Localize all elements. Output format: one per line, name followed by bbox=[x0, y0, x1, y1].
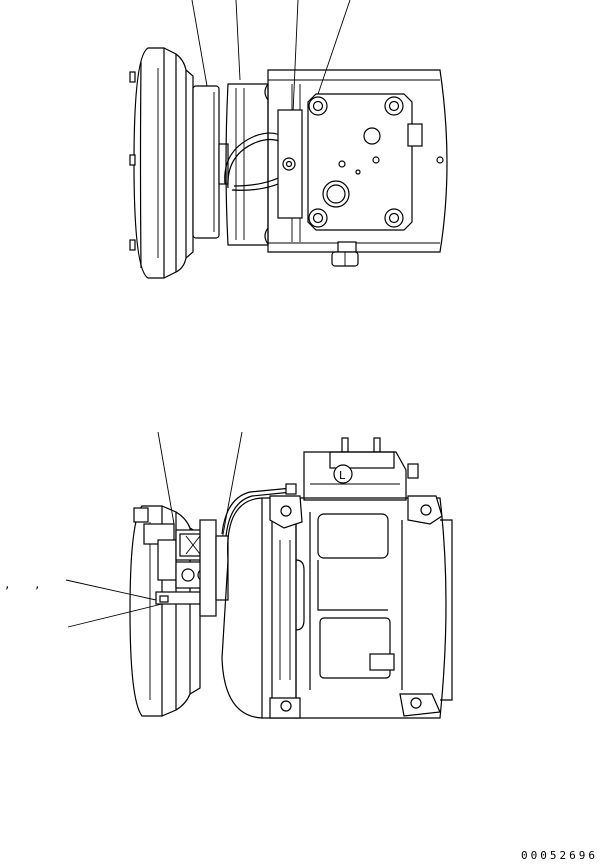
stray-mark: , bbox=[34, 578, 41, 591]
rear-head-top bbox=[307, 93, 444, 231]
drawing-number: 00052696 bbox=[521, 849, 598, 862]
port-l-mark: L bbox=[339, 469, 346, 482]
compressor-body-side bbox=[221, 495, 453, 719]
fitting-top bbox=[331, 241, 359, 267]
clutch-top bbox=[192, 85, 229, 239]
side-view-leader-lines bbox=[65, 431, 243, 628]
top-view-leader-lines bbox=[191, 0, 351, 159]
compressor-top-view bbox=[129, 0, 448, 279]
clutch-wire-top bbox=[224, 109, 303, 219]
service-ports-side: L bbox=[303, 437, 419, 501]
pulley-top bbox=[129, 47, 194, 279]
compressor-side-view: L bbox=[65, 431, 453, 719]
clutch-wire-side bbox=[221, 483, 297, 537]
stray-mark: , bbox=[4, 578, 11, 591]
clutch-side bbox=[143, 519, 229, 617]
